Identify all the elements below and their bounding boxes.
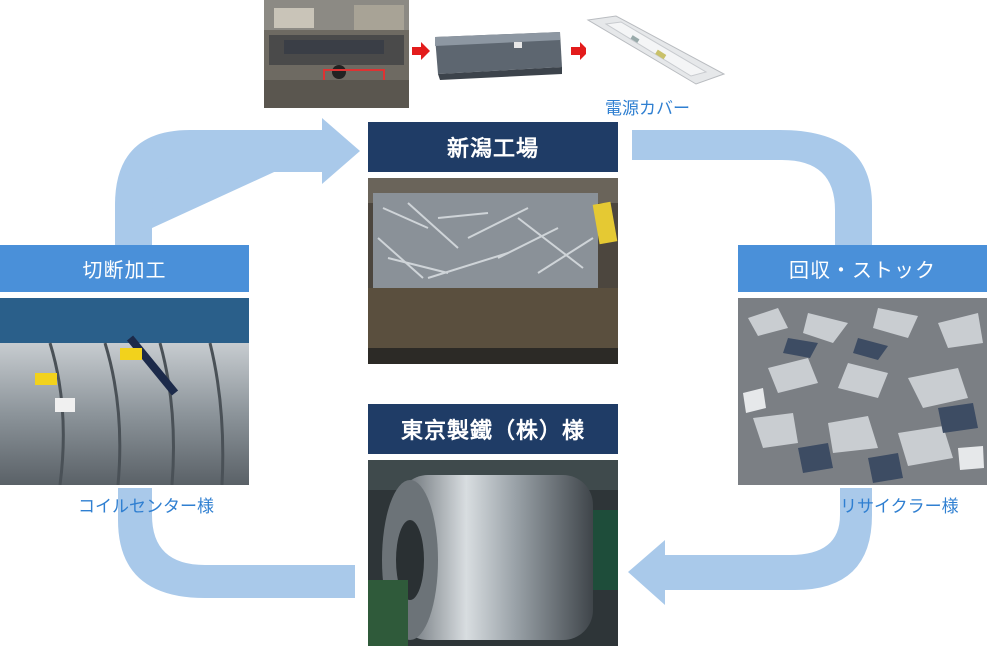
press-machine-photo bbox=[264, 0, 409, 108]
process-arrow-1 bbox=[412, 42, 430, 60]
arrow-collection-to-tokyo-head bbox=[628, 540, 665, 605]
arrow-tokyo-to-cutting bbox=[118, 488, 355, 598]
arrow-cutting-to-niigata-head bbox=[322, 118, 360, 184]
scrap-bin-photo bbox=[368, 178, 618, 364]
coil-center-caption: コイルセンター様 bbox=[78, 497, 214, 517]
arrow-collection-to-tokyo-body bbox=[665, 488, 872, 590]
steel-tray-photo bbox=[430, 22, 565, 84]
recycler-caption: リサイクラー様 bbox=[840, 497, 959, 517]
power-cover-photo bbox=[586, 12, 726, 90]
process-arrow-2 bbox=[571, 42, 589, 60]
tokyo-steel-title: 東京製鐵（株）様 bbox=[368, 404, 618, 454]
niigata-factory-title: 新潟工場 bbox=[368, 122, 618, 172]
arrow-niigata-to-collection bbox=[632, 130, 872, 245]
scrap-pile-photo bbox=[738, 298, 987, 485]
collection-stock-title: 回収・ストック bbox=[738, 245, 987, 292]
steel-coil-roll-photo bbox=[368, 460, 618, 646]
power-cover-caption: 電源カバー bbox=[605, 99, 690, 119]
cutting-process-title: 切断加工 bbox=[0, 245, 249, 292]
arrow-cutting-to-niigata-body bbox=[115, 130, 322, 245]
coil-center-photo bbox=[0, 298, 249, 485]
